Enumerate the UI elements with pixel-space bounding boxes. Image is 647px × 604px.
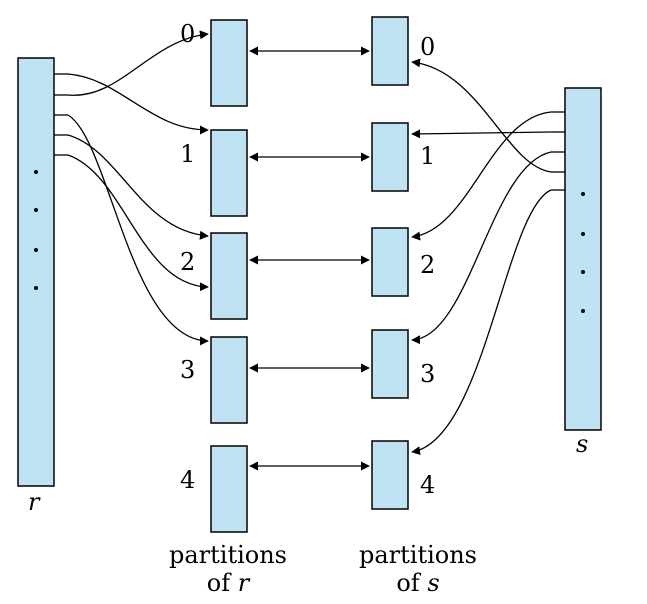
r-partition-number-0: 0: [180, 20, 195, 48]
partitions-r-caption-line2: of r: [207, 569, 251, 597]
partitions-r-caption-of: of: [207, 569, 232, 597]
s-partition-4: [371, 440, 409, 510]
r-ellipsis-dot-3: [34, 248, 38, 252]
s-to-partition-4-curve: [411, 189, 552, 456]
partitions-s-caption-var: s: [427, 569, 439, 597]
s-partition-number-1: 1: [420, 142, 435, 170]
r-to-partition-2b-curve: [67, 154, 209, 292]
partitions-s-caption-line2: of s: [396, 569, 439, 597]
s-partition-number-0: 0: [420, 33, 435, 61]
s-to-partition-2-curve: [411, 111, 552, 241]
r-ellipsis-dot-4: [34, 286, 38, 290]
relation-s-box: [564, 87, 602, 431]
partitions-r-caption-var: r: [238, 569, 251, 597]
s-ellipsis-dot-4: [581, 309, 585, 313]
relation-s-label: s: [576, 430, 588, 458]
s-ellipsis-dot-1: [581, 192, 585, 196]
s-ellipsis-dot-3: [581, 270, 585, 274]
r-ellipsis-dot-2: [34, 208, 38, 212]
s-partition-number-3: 3: [420, 360, 435, 388]
s-partition-0: [371, 16, 409, 86]
partitions-s-caption-of: of: [396, 569, 421, 597]
r-partition-1: [210, 129, 248, 217]
r-to-partition-2a-curve: [67, 134, 209, 240]
r-ellipsis-dot-1: [34, 170, 38, 174]
s-partition-2: [371, 227, 409, 297]
s-partition-number-2: 2: [420, 251, 435, 279]
s-partition-3: [371, 329, 409, 399]
r-to-partition-1-curve: [67, 73, 209, 135]
r-to-partition-3-curve: [67, 114, 209, 346]
r-partition-4: [210, 445, 248, 533]
r-partition-number-4: 4: [180, 466, 195, 494]
s-to-partition-0-curve: [411, 58, 552, 173]
s-to-partition-3-curve: [411, 151, 552, 345]
r-partition-0: [210, 19, 248, 107]
partitions-r-caption-line1: partitions: [169, 541, 287, 569]
r-partition-number-2: 2: [180, 248, 195, 276]
partitions-s-caption-line1: partitions: [359, 541, 477, 569]
s-ellipsis-dot-2: [581, 232, 585, 236]
r-partition-number-1: 1: [180, 140, 195, 168]
r-partition-3: [210, 336, 248, 424]
relation-r-label: r: [28, 488, 41, 516]
r-to-partition-0-curve: [67, 30, 209, 96]
s-to-partition-1-curve: [411, 129, 552, 139]
s-partition-number-4: 4: [420, 471, 435, 499]
relation-r-box: [17, 57, 55, 487]
s-partition-1: [371, 122, 409, 192]
r-partition-number-3: 3: [180, 356, 195, 384]
r-partition-2: [210, 232, 248, 320]
